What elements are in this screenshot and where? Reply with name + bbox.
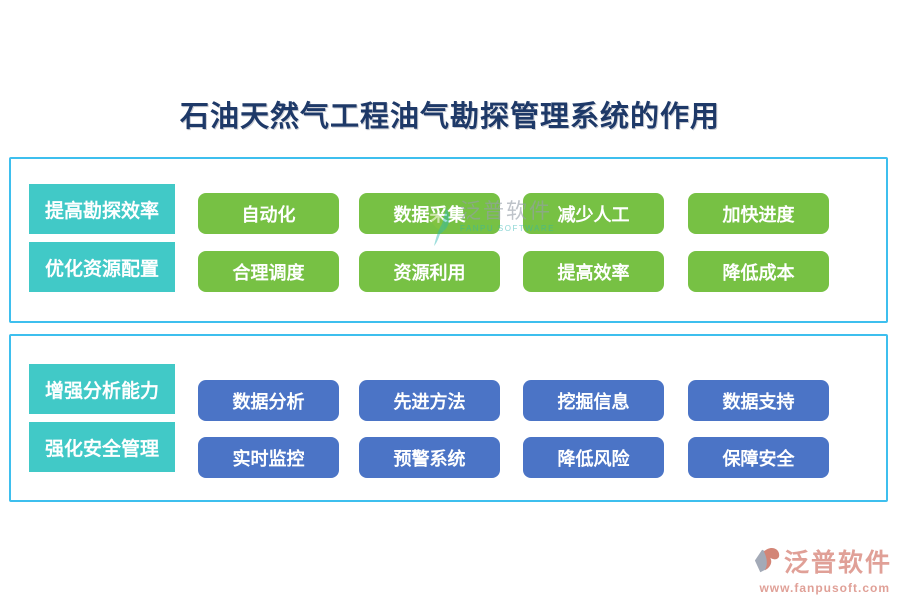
- feature-chip: 减少人工: [523, 193, 664, 234]
- feature-chip: 挖掘信息: [523, 380, 664, 421]
- feature-chip: 预警系统: [359, 437, 500, 478]
- feature-chip: 降低风险: [523, 437, 664, 478]
- fanpu-logo-icon: [754, 546, 781, 580]
- category-label: 强化安全管理: [29, 422, 175, 472]
- category-label: 增强分析能力: [29, 364, 175, 414]
- page-title: 石油天然气工程油气勘探管理系统的作用: [179, 101, 720, 134]
- category-label: 提高勘探效率: [29, 184, 175, 234]
- feature-chip: 保障安全: [688, 437, 829, 478]
- feature-chip: 资源利用: [359, 251, 500, 292]
- feature-chip: 数据采集: [359, 193, 500, 234]
- footer-logo-row: 泛普软件: [754, 546, 892, 580]
- panel-analysis-safety-benefits: 增强分析能力 数据分析 先进方法 挖掘信息 数据支持 强化安全管理 实时监控 预…: [9, 334, 888, 502]
- fanpu-footer-logo: 泛普软件 www.fanpusoft.com: [754, 546, 892, 595]
- feature-chip: 实时监控: [198, 437, 339, 478]
- footer-brand-url: www.fanpusoft.com: [759, 581, 890, 595]
- footer-brand-name: 泛普软件: [783, 549, 892, 577]
- feature-chip: 先进方法: [359, 380, 500, 421]
- feature-chip: 加快进度: [688, 193, 829, 234]
- feature-chip: 数据分析: [198, 380, 339, 421]
- feature-chip: 数据支持: [688, 380, 829, 421]
- feature-chip: 自动化: [198, 193, 339, 234]
- feature-chip: 提高效率: [523, 251, 664, 292]
- panel-exploration-benefits: 提高勘探效率 自动化 数据采集 减少人工 加快进度 优化资源配置 合理调度 资源…: [9, 157, 888, 323]
- feature-chip: 降低成本: [688, 251, 829, 292]
- feature-chip: 合理调度: [198, 251, 339, 292]
- category-label: 优化资源配置: [29, 242, 175, 292]
